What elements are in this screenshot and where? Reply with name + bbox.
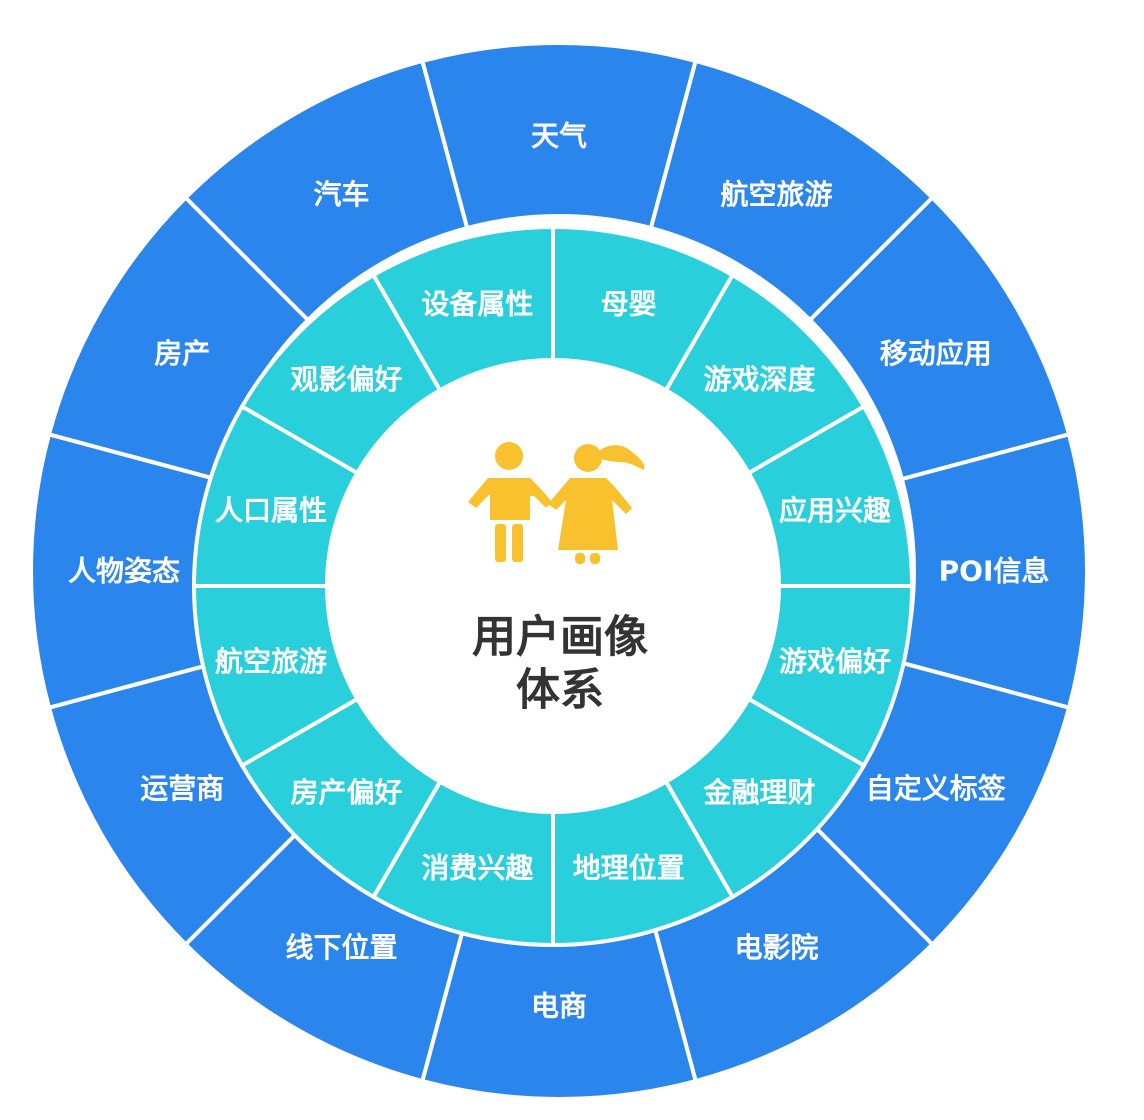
inner-ring-segment-label: 房产偏好: [291, 776, 403, 809]
inner-ring-segment-label: 地理位置: [573, 852, 685, 885]
outer-ring-segment: 航空旅游: [648, 58, 936, 323]
inner-ring-segment: 地理位置: [551, 778, 736, 948]
outer-ring-segment-label: 电商: [531, 990, 587, 1023]
outer-ring-segment-label: 电影院: [734, 931, 818, 964]
children-holding-hands-icon: [468, 442, 645, 564]
outer-ring-segment: 人物姿态: [29, 431, 219, 711]
outer-ring-segment: POI信息: [899, 431, 1089, 711]
outer-ring-segment: 天气: [419, 41, 699, 231]
outer-ring-segment: 汽车: [182, 58, 470, 323]
inner-ring-segment-label: 消费兴趣: [421, 852, 533, 885]
diagram-title-line-2: 体系: [516, 665, 604, 716]
inner-ring-segment-label: 人口属性: [215, 494, 327, 527]
diagram-title-line-1: 用户画像: [472, 612, 648, 663]
outer-ring-segment-label: 房产: [154, 337, 210, 370]
outer-ring-segment-label: POI信息: [939, 555, 1050, 588]
inner-ring-segment-label: 航空旅游: [215, 645, 327, 678]
outer-ring-segment-label: 线下位置: [285, 931, 397, 964]
inner-ring-segment-label: 金融理财: [702, 776, 815, 809]
outer-ring-segment-label: 汽车: [313, 178, 369, 211]
outer-ring-segment-label: 移动应用: [880, 337, 992, 370]
outer-ring-segment-label: 运营商: [140, 772, 224, 805]
outer-ring-segment-label: 天气: [531, 120, 587, 153]
inner-ring-segment-label: 游戏偏好: [779, 645, 891, 678]
inner-ring-segment: 金融理财: [663, 696, 867, 900]
inner-ring-segment: 设备属性: [370, 224, 555, 394]
outer-ring-segment-label: 航空旅游: [720, 178, 832, 211]
outer-ring-segment-label: 人物姿态: [68, 555, 180, 588]
inner-ring-segment-label: 应用兴趣: [779, 494, 891, 527]
inner-ring-segment-label: 游戏深度: [703, 363, 815, 396]
inner-ring-segment: 应用兴趣: [745, 403, 915, 588]
outer-ring-segment-shape: [182, 58, 470, 323]
outer-ring-segment-label: 自定义标签: [866, 772, 1006, 805]
inner-ring-segment: 房产偏好: [239, 696, 443, 900]
inner-ring-segment-label: 母婴: [601, 287, 657, 320]
inner-ring-segment-label: 设备属性: [421, 287, 533, 320]
center-circle: [327, 359, 779, 811]
inner-ring-segment-label: 观影偏好: [291, 363, 403, 396]
